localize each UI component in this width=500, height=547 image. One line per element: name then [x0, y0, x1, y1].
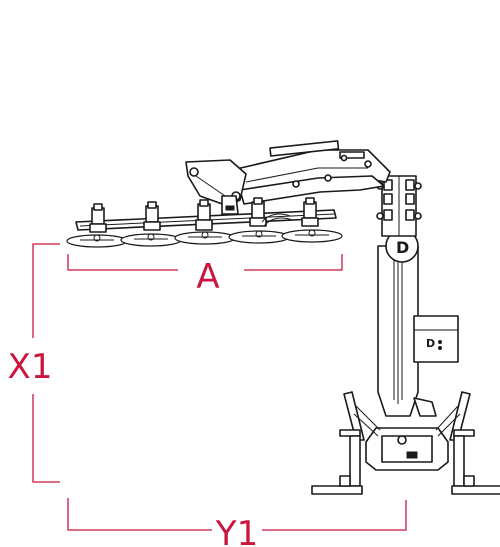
dimension-x1-line-bottom — [32, 394, 60, 483]
dimension-a: A — [67, 254, 343, 297]
dimension-y1: Y1 — [67, 498, 407, 547]
machine-mast-head — [376, 175, 422, 237]
dimension-a-line-left — [67, 254, 178, 271]
brand-logo-icon: D — [396, 238, 409, 257]
dimension-a-line-right — [244, 254, 343, 271]
machine-cutting-discs — [66, 229, 343, 248]
dimension-y1-label: Y1 — [215, 514, 258, 547]
dimension-y1-line-right — [262, 500, 407, 531]
dimension-a-label: A — [196, 257, 219, 297]
machine-boom — [185, 140, 391, 215]
dimension-x1: X1 — [8, 243, 60, 483]
dimension-x1-label: X1 — [8, 347, 53, 387]
D-logo-icon: D — [426, 337, 435, 350]
dimension-y1-line-left — [67, 498, 212, 531]
dimension-x1-line-top — [32, 243, 60, 338]
mower-machine: D D — [66, 140, 500, 495]
machine-mast: D D — [377, 229, 459, 417]
machine-base — [311, 391, 500, 495]
machine-cutter-bar — [75, 197, 337, 233]
